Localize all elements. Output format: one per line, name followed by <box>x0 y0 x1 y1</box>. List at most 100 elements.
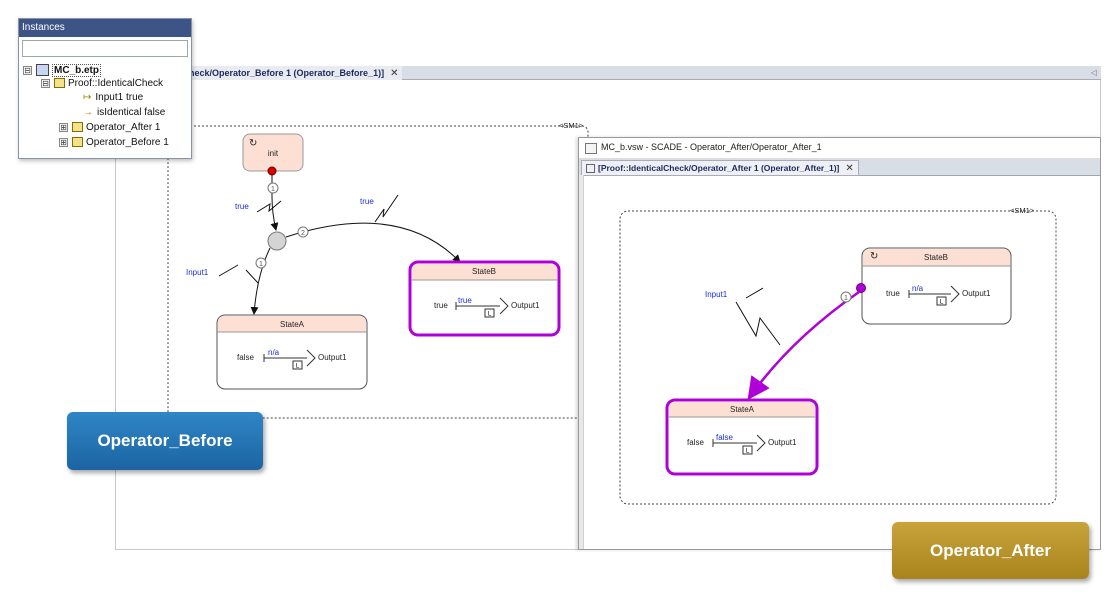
priority-badge <box>267 182 279 194</box>
guard-lightning-icon <box>256 200 282 213</box>
stateb-before-condition: true <box>434 301 448 310</box>
diagram-icon <box>586 164 595 174</box>
priority-label: 1 <box>259 261 263 268</box>
statea-after[interactable]: StateA false false L Output1 <box>665 398 819 476</box>
priority-label: 2 <box>301 230 305 237</box>
output-arrow-icon <box>263 349 316 367</box>
statea-after-value: false <box>716 433 733 442</box>
init-state-label: init <box>268 149 279 158</box>
tab-operator-before-label: heck/Operator_Before 1 (Operator_Before_… <box>189 68 385 78</box>
stateb-before-value: true <box>458 296 472 305</box>
priority-label: 1 <box>271 186 275 193</box>
latch-icon <box>484 308 495 318</box>
stateb-before[interactable]: StateB true true L Output1 <box>408 260 561 337</box>
operator-icon <box>54 78 65 89</box>
priority-badge <box>255 257 267 269</box>
latch-label: L <box>488 311 492 318</box>
latch-icon <box>742 445 753 455</box>
statea-before[interactable]: StateA false n/a L Output1 <box>216 314 368 390</box>
project-icon <box>36 64 49 76</box>
operator-icon <box>72 137 83 148</box>
junction-node[interactable] <box>267 231 287 251</box>
transition-to-statea[interactable] <box>250 247 271 315</box>
latch-icon <box>936 296 947 306</box>
latch-icon <box>292 360 303 370</box>
expand-expander-icon[interactable]: ⊞ <box>59 122 68 132</box>
output-arrow-icon <box>908 285 960 303</box>
close-icon[interactable]: ✕ <box>845 163 854 174</box>
guard-label: Input1 <box>705 290 728 299</box>
latch-label: L <box>746 448 750 455</box>
transition-init[interactable] <box>270 175 279 231</box>
initial-marker-icon: ↻ <box>249 138 257 149</box>
statea-before-output: Output1 <box>318 353 347 362</box>
callout-operator-before: Operator_Before <box>67 412 263 470</box>
instances-panel: Instances ⊟MC_b.etp ⊟Proof::IdenticalChe… <box>18 18 192 159</box>
instances-header: Instances <box>19 19 191 37</box>
transition-stateb-to-statea[interactable] <box>747 290 860 401</box>
tree-item-isidentical-label: isIdentical false <box>97 107 166 118</box>
tree-item-root-label: MC_b.etp <box>52 63 101 77</box>
statea-before-value: n/a <box>268 348 280 357</box>
stateb-after-value: n/a <box>912 284 924 293</box>
operator-after-tabbar: [Proof::IdenticalCheck/Operator_After 1 … <box>579 159 1100 176</box>
after-window-title: MC_b.vsw - SCADE - Operator_After/Operat… <box>601 142 822 152</box>
tree-item-operator-before-label: Operator_Before 1 <box>86 137 169 148</box>
window-edge <box>579 175 584 549</box>
tree-item-operator-after-label: Operator_After 1 <box>86 122 161 133</box>
tab-operator-after[interactable]: [Proof::IdenticalCheck/Operator_After 1 … <box>581 160 859 176</box>
statea-before-name: StateA <box>280 320 305 329</box>
close-icon[interactable]: ✕ <box>390 68 399 79</box>
transition-to-stateb[interactable] <box>285 222 461 263</box>
guard-label: Input1 <box>186 268 209 277</box>
guard-label: true <box>360 197 374 206</box>
operator-before-tabbar: heck/Operator_Before 1 (Operator_Before_… <box>115 66 1101 80</box>
operator-icon <box>72 122 83 133</box>
latch-label: L <box>940 299 944 306</box>
output-arrow-icon <box>712 434 766 452</box>
transition-start-dot <box>856 283 866 293</box>
guard-lightning-icon <box>735 287 781 346</box>
statea-before-condition: false <box>237 353 254 362</box>
tree-item-isidentical[interactable]: → isIdentical false <box>83 107 165 119</box>
output-arrow-icon: → <box>83 107 93 118</box>
guard-lightning-icon <box>218 264 259 284</box>
input-arrow-icon: ↦ <box>83 92 92 103</box>
sm1-label: <SM1> <box>1010 206 1035 215</box>
tree-item-operator-before[interactable]: ⊞ Operator_Before 1 <box>59 137 169 149</box>
stateb-before-name: StateB <box>472 267 496 276</box>
tab-operator-before[interactable]: heck/Operator_Before 1 (Operator_Before_… <box>185 66 403 80</box>
latch-label: L <box>296 363 300 370</box>
guard-label: true <box>235 202 249 211</box>
output-arrow-icon <box>455 297 509 315</box>
stateb-after[interactable]: ↻ StateB true n/a L Output1 <box>861 247 1012 325</box>
instances-search-input[interactable] <box>22 40 188 57</box>
after-window-titlebar: MC_b.vsw - SCADE - Operator_After/Operat… <box>579 138 1100 159</box>
initial-marker-icon: ↻ <box>870 251 878 262</box>
window-icon <box>585 143 597 154</box>
stateb-after-condition: true <box>886 289 900 298</box>
tree-item-input1[interactable]: ↦Input1 true <box>83 92 143 104</box>
tree-item-root[interactable]: ⊟ MC_b.etp <box>23 63 101 77</box>
stateb-after-output: Output1 <box>962 289 991 298</box>
tree-item-operator-after[interactable]: ⊞ Operator_After 1 <box>59 122 160 134</box>
expand-expander-icon[interactable]: ⊞ <box>59 137 68 147</box>
stateb-before-output: Output1 <box>511 301 540 310</box>
statea-after-output: Output1 <box>768 438 797 447</box>
tree-item-proof[interactable]: ⊟ Proof::IdenticalCheck <box>41 78 163 90</box>
statea-after-name: StateA <box>730 405 755 414</box>
statea-after-condition: false <box>687 438 704 447</box>
stateb-after-name: StateB <box>924 253 948 262</box>
collapse-icon[interactable]: ◁ <box>1090 68 1097 77</box>
sm1-label: <SM1> <box>559 121 584 130</box>
tree-item-input1-label: Input1 true <box>95 92 144 103</box>
tree-item-proof-label: Proof::IdenticalCheck <box>68 78 164 89</box>
priority-label: 1 <box>844 295 848 302</box>
collapse-expander-icon[interactable]: ⊟ <box>41 78 50 88</box>
tab-operator-after-label: [Proof::IdenticalCheck/Operator_After 1 … <box>598 163 840 173</box>
sm1-boundary <box>619 210 1057 505</box>
callout-operator-after: Operator_After <box>892 522 1089 579</box>
collapse-expander-icon[interactable]: ⊟ <box>23 65 32 75</box>
priority-badge <box>297 226 309 238</box>
priority-badge <box>840 291 852 303</box>
